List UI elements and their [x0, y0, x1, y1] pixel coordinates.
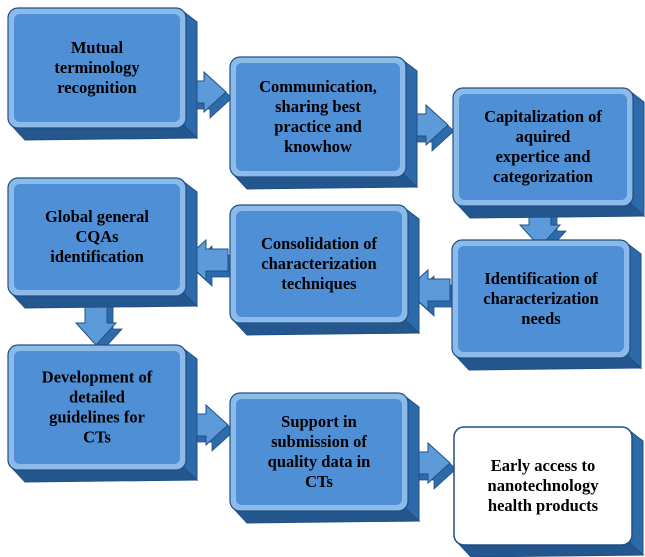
arrow-6-to-7	[74, 300, 123, 352]
step-label-line: Global general	[45, 207, 149, 226]
step-label-line: categorization	[493, 167, 593, 186]
box-front-face	[459, 94, 627, 200]
step-label-line: sharing best	[275, 97, 361, 116]
step-label-line: needs	[521, 309, 561, 328]
step-label-line: guidelines for	[49, 408, 145, 427]
step-label-line: Identification of	[484, 269, 598, 288]
step-label-line: Mutual	[71, 38, 124, 57]
step-label-line: CTs	[83, 428, 111, 447]
step-label-line: Support in	[281, 412, 357, 431]
box-front-face	[453, 426, 633, 546]
step-label-line: nanotechnology	[488, 476, 600, 495]
box-front-face	[236, 399, 402, 505]
step-label-line: techniques	[281, 274, 357, 293]
step-label-line: recognition	[57, 78, 136, 97]
step-label-line: knowhow	[284, 137, 352, 156]
box-front-face	[458, 246, 624, 352]
step-label-line: submission of	[271, 432, 367, 451]
step-label-line: characterization	[483, 289, 598, 308]
step-label-line: CTs	[305, 472, 333, 491]
step-label-line: terminology	[54, 58, 140, 77]
box-front-face	[236, 211, 402, 317]
step-label-line: CQAs	[75, 227, 119, 246]
step-label-line: detailed	[69, 388, 125, 407]
step-label-line: identification	[50, 247, 144, 266]
step-label-line: expertice and	[496, 147, 591, 166]
box-front-face	[14, 184, 180, 290]
box-front-face	[14, 14, 180, 122]
step-label-line: characterization	[261, 254, 376, 273]
box-front-face	[236, 63, 400, 171]
step-label-line: Communication,	[259, 77, 377, 96]
step-label-line: health products	[488, 496, 599, 515]
step-label-line: practice and	[274, 117, 362, 136]
step-label-line: Development of	[42, 368, 153, 387]
step-label-line: Capitalization of	[484, 107, 602, 126]
step-label-line: aquired	[516, 127, 571, 146]
step-label-line: quality data in	[268, 452, 371, 471]
step-label-line: Consolidation of	[261, 234, 377, 253]
box-front-face	[14, 351, 180, 464]
step-label-line: Early access to	[491, 456, 595, 475]
